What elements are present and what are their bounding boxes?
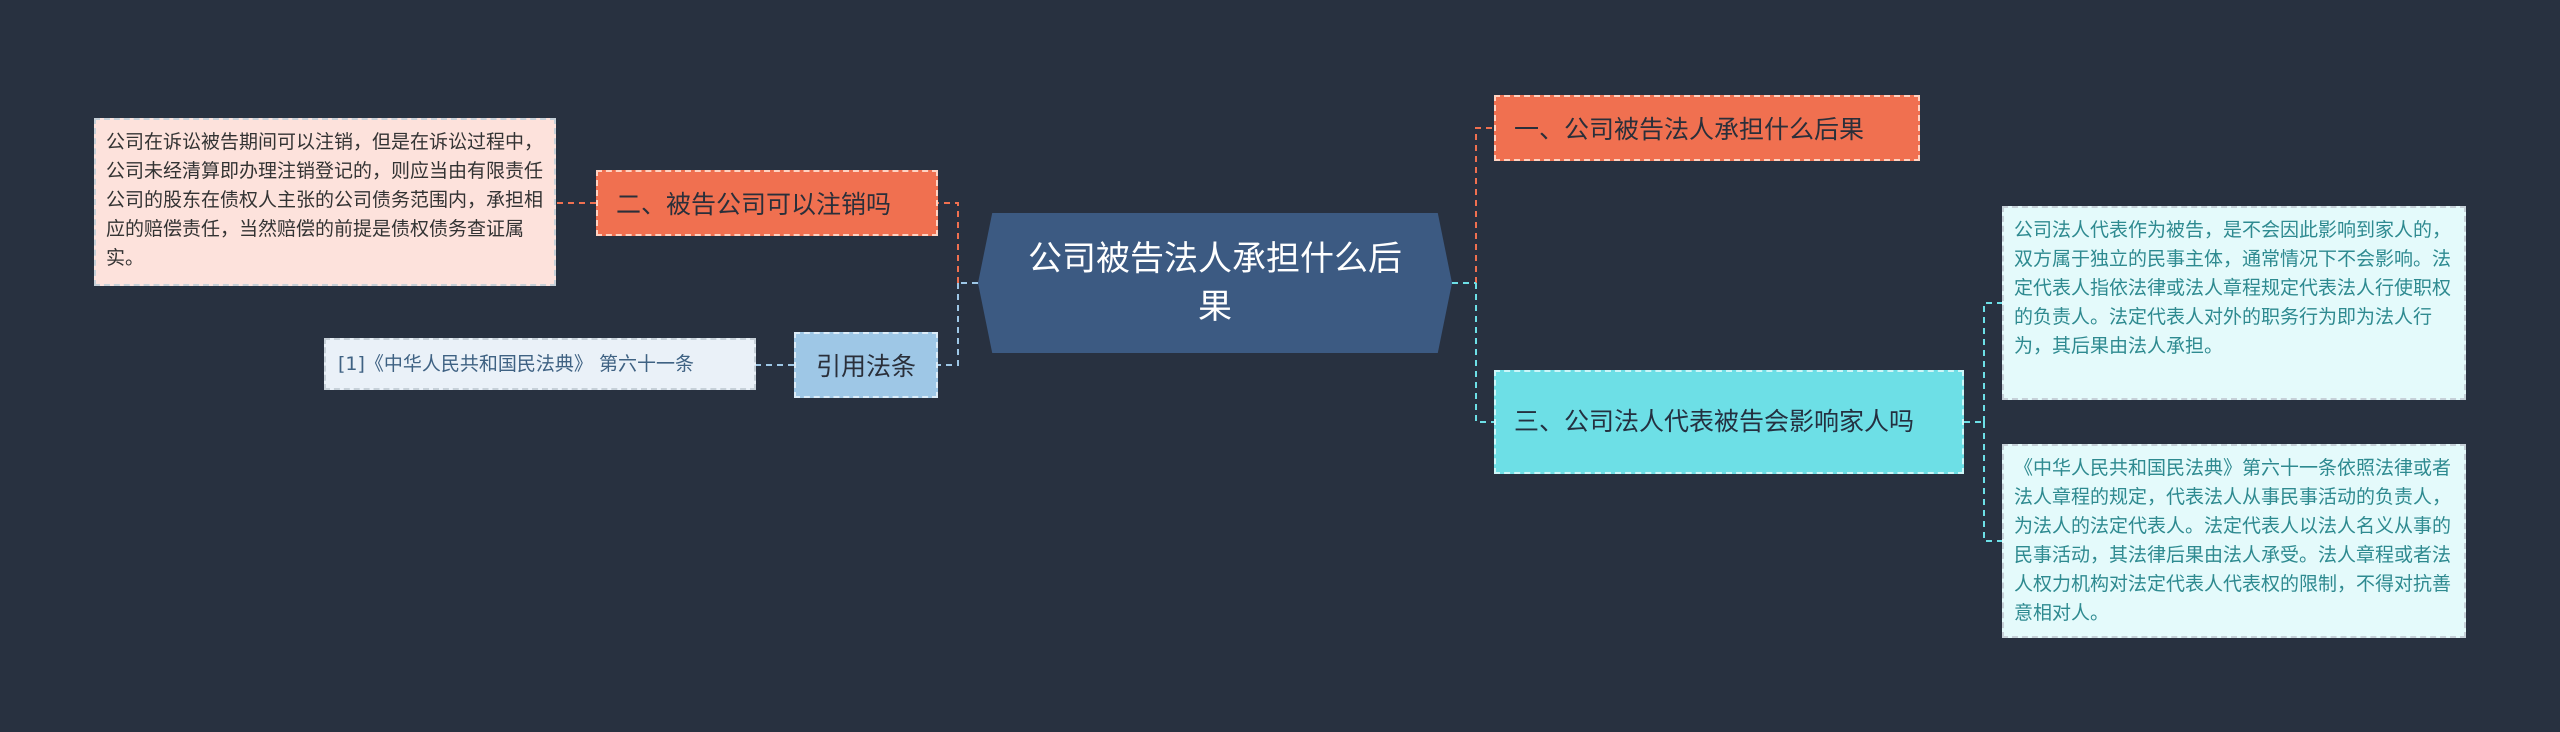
link-center-b1 — [1452, 127, 1494, 284]
link-b3-leaf1 — [1964, 302, 2002, 423]
branch-deregistration-label: 二、被告公司可以注销吗 — [616, 190, 892, 219]
branch-consequences[interactable]: 一、公司被告法人承担什么后果 — [1494, 95, 1920, 161]
central-topic[interactable]: 公司被告法人承担什么后果 — [978, 213, 1452, 353]
leaf-deregistration-detail[interactable]: 公司在诉讼被告期间可以注销，但是在诉讼过程中，公司未经清算即办理注销登记的，则应… — [94, 118, 556, 286]
central-topic-label: 公司被告法人承担什么后果 — [1028, 239, 1402, 327]
branch-family-impact[interactable]: 三、公司法人代表被告会影响家人吗 — [1494, 370, 1964, 474]
leaf-family-impact-detail[interactable]: 公司法人代表作为被告，是不会因此影响到家人的，双方属于独立的民事主体，通常情况下… — [2002, 206, 2466, 400]
branch-cited-law-label: 引用法条 — [815, 352, 916, 381]
leaf-deregistration-text: 公司在诉讼被告期间可以注销，但是在诉讼过程中，公司未经清算即办理注销登记的，则应… — [106, 131, 544, 269]
leaf-civil-code-article[interactable]: 《中华人民共和国民法典》第六十一条依照法律或者法人章程的规定，代表法人从事民事活… — [2002, 444, 2466, 638]
leaf-civil-code-text: 《中华人民共和国民法典》第六十一条依照法律或者法人章程的规定，代表法人从事民事活… — [2014, 457, 2452, 624]
link-center-b3 — [1452, 282, 1494, 423]
branch-cited-law[interactable]: 引用法条 — [794, 332, 938, 398]
leaf-law-reference[interactable]: [1]《中华人民共和国民法典》 第六十一条 — [324, 338, 756, 390]
link-center-b4 — [938, 282, 978, 366]
link-center-b2 — [938, 202, 978, 284]
link-b3-leaf2 — [1983, 422, 2002, 542]
branch-deregistration[interactable]: 二、被告公司可以注销吗 — [596, 170, 938, 236]
leaf-family-impact-text: 公司法人代表作为被告，是不会因此影响到家人的，双方属于独立的民事主体，通常情况下… — [2014, 219, 2452, 357]
branch-family-impact-label: 三、公司法人代表被告会影响家人吗 — [1514, 407, 1915, 436]
leaf-law-reference-text: [1]《中华人民共和国民法典》 第六十一条 — [338, 352, 694, 375]
branch-consequences-label: 一、公司被告法人承担什么后果 — [1514, 115, 1865, 144]
